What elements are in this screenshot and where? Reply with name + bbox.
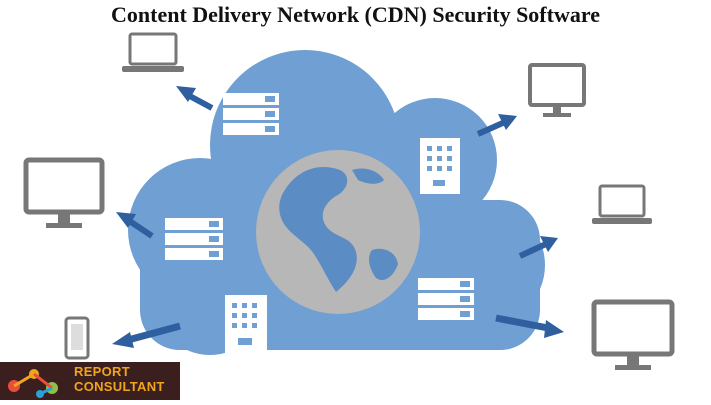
arrow-icon xyxy=(116,212,154,239)
diagram-title: Content Delivery Network (CDN) Security … xyxy=(111,2,600,27)
logo-line-1: REPORT xyxy=(74,364,130,379)
server-rack-icon xyxy=(418,278,474,320)
logo-banner xyxy=(0,362,180,400)
logo-text: REPORT CONSULTANT xyxy=(74,364,165,394)
logo-mark-icon xyxy=(8,369,58,398)
globe-icon xyxy=(256,150,420,314)
server-tower-icon xyxy=(225,295,267,353)
arrow-icon xyxy=(518,236,558,259)
smartphone-icon xyxy=(64,316,90,360)
monitor-icon xyxy=(591,299,675,370)
arrow-icon xyxy=(476,114,517,137)
laptop-icon xyxy=(122,32,184,72)
logo-line-2: CONSULTANT xyxy=(74,379,165,394)
server-tower-icon xyxy=(420,138,460,194)
arrow-icon xyxy=(176,86,214,111)
server-rack-icon xyxy=(223,93,279,135)
server-rack-icon xyxy=(165,218,223,260)
arrow-icon xyxy=(112,322,181,348)
monitor-icon xyxy=(23,157,105,228)
arrow-icon xyxy=(495,314,564,338)
monitor-icon xyxy=(528,63,586,117)
laptop-icon xyxy=(592,184,652,224)
